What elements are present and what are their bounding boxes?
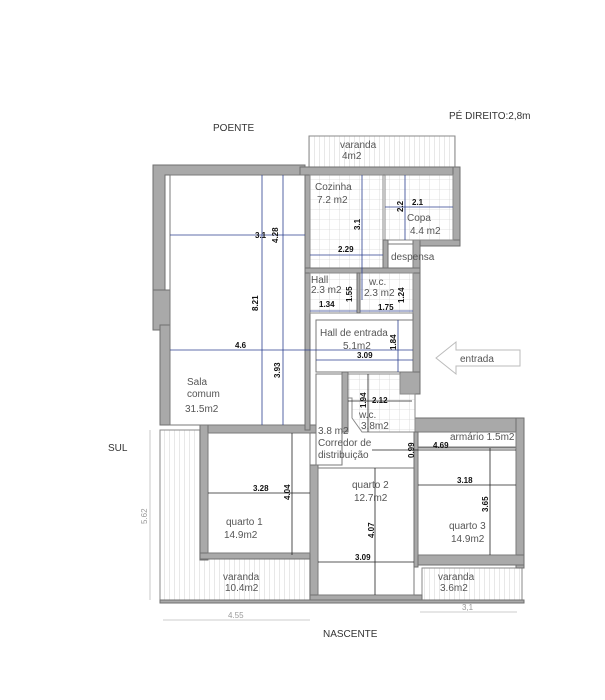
dim-wc1-w: 1.75 [378, 303, 394, 312]
hall-entrada-area: 5.1m2 [343, 341, 371, 352]
quarto1-area: 14.9m2 [224, 530, 258, 541]
dim-wc2-h: 1.94 [359, 392, 368, 408]
dim-sala-w-top: 3.1 [255, 231, 267, 240]
corredor-name-1: Corredor de [318, 438, 372, 449]
dim-armario-w: 4.69 [433, 441, 449, 450]
despensa-name: despensa [391, 252, 435, 263]
wall-west [159, 324, 171, 426]
room-hall: Hall 2.3 m2 [309, 272, 358, 314]
wc1-area: 2.3 m2 [364, 288, 395, 299]
wc2-area: 3.8m2 [361, 421, 389, 432]
wall-south-edge [159, 599, 525, 604]
cozinha-name: Cozinha [315, 182, 352, 193]
varanda-left-name: varanda [223, 572, 260, 583]
dim-ext-bottom-right: 3,1 [462, 603, 474, 612]
sala-area: 31.5m2 [185, 404, 219, 415]
dim-wc2-w: 2.12 [372, 396, 388, 405]
dim-copa-h: 2.2 [396, 200, 405, 212]
wall-sala-east [304, 174, 311, 431]
wall-kitchen-south [304, 267, 421, 274]
dim-cozinha-h: 3.1 [353, 218, 362, 230]
quarto1-name: quarto 1 [226, 517, 263, 528]
label-nascente: NASCENTE [323, 629, 378, 640]
corredor-name-2: distribuição [318, 450, 369, 461]
dim-sala-h: 8.21 [251, 295, 260, 311]
dim-sala-w: 4.6 [235, 341, 247, 350]
dim-hall-w: 1.34 [319, 300, 335, 309]
dim-ext-left: 5.62 [140, 508, 149, 524]
wall-wc2-west [341, 371, 349, 433]
varanda-left-area: 10.4m2 [225, 583, 259, 594]
wall-north-quarto1 [199, 424, 319, 434]
wc2-name: w.c. [358, 410, 376, 421]
varanda-top-name: varanda [340, 140, 377, 151]
corredor-area: 3.8 m2 [318, 426, 349, 437]
wall-hall-wc [356, 272, 361, 314]
wall-north-kitchen [299, 166, 456, 176]
wall-north-quarto3 [414, 417, 523, 433]
dim-sala-h-top: 4.28 [271, 227, 280, 243]
wall-west-quarto1 [199, 424, 209, 561]
dim-ext-bottom-left: 4.55 [228, 611, 244, 620]
dim-quarto2-h: 4.07 [367, 522, 376, 538]
room-despensa: despensa [384, 243, 435, 273]
varanda-right-area: 3.6m2 [440, 583, 468, 594]
quarto2-area: 12.7m2 [354, 493, 388, 504]
room-cozinha: Cozinha 7.2 m2 [309, 174, 384, 271]
room-wc2: w.c. 3.8m2 [347, 373, 416, 433]
room-hall-entrada: Hall de entrada 5.1m2 [315, 319, 414, 373]
wall-east-quarto3 [515, 417, 525, 569]
room-copa: Copa 4.4 m2 [384, 174, 454, 241]
varanda-top: varanda 4m2 [308, 135, 456, 168]
dim-quarto1-h: 4.04 [283, 484, 292, 500]
varanda-top-area: 4m2 [342, 151, 362, 162]
dim-cozinha-w: 2.29 [338, 245, 354, 254]
varanda-right-name: varanda [438, 572, 475, 583]
hall-name: Hall [311, 275, 328, 286]
dim-quarto3-w: 3.18 [457, 476, 473, 485]
dim-quarto3-h: 3.65 [481, 496, 490, 512]
wall-south-quarto3 [413, 554, 525, 566]
copa-name: Copa [407, 213, 431, 224]
cozinha-area: 7.2 m2 [317, 195, 348, 206]
room-quarto3: quarto 3 14.9m2 [417, 447, 517, 556]
quarto3-name: quarto 3 [449, 521, 486, 532]
wall-south-quarto1 [199, 552, 321, 560]
quarto3-area: 14.9m2 [451, 534, 485, 545]
room-corredor: 3.8 m2 Corredor de distribuição [315, 373, 372, 466]
entrance-label: entrada [460, 354, 494, 365]
wall-east-copa [452, 166, 461, 243]
wc1-name: w.c. [368, 277, 386, 288]
hall-entrada-name: Hall de entrada [320, 328, 388, 339]
dim-hall-entrada-h: 1.84 [389, 334, 398, 350]
dimension-lines [149, 175, 517, 621]
wall-west-quarto2 [309, 464, 319, 604]
wall-pillar [399, 371, 421, 395]
label-pe-direito: PÉ DIREITO:2,8m [449, 109, 531, 122]
room-wc1: w.c. 2.3 m2 [359, 272, 414, 314]
hall-area: 2.3 m2 [311, 285, 342, 296]
room-quarto2: quarto 2 12.7m2 [317, 467, 415, 596]
dim-hall-entrada-w: 3.09 [357, 351, 373, 360]
quarto2-name: quarto 2 [352, 480, 389, 491]
label-poente: POENTE [213, 123, 254, 134]
copa-area: 4.4 m2 [410, 226, 441, 237]
dim-sala-h2: 3.93 [273, 362, 282, 378]
dim-corredor-h: 0.99 [407, 442, 416, 458]
entrance-arrow: entrada [435, 340, 521, 376]
wall-west-notch [152, 289, 171, 331]
armario-name: armário 1.5m2 [450, 432, 515, 443]
dim-wc1-h: 1.24 [397, 287, 406, 303]
dim-hall-h: 1.55 [345, 286, 354, 302]
dim-copa-w: 2.1 [412, 198, 424, 207]
room-sala: Sala comum 31.5m2 [169, 174, 306, 426]
label-sul: SUL [108, 443, 128, 454]
sala-name-2: comum [187, 389, 220, 400]
dim-quarto2-w: 3.09 [355, 553, 371, 562]
sala-name-1: Sala [187, 377, 207, 388]
dim-quarto1-w: 3.28 [253, 484, 269, 493]
varanda-right: varanda 3.6m2 [421, 567, 523, 604]
